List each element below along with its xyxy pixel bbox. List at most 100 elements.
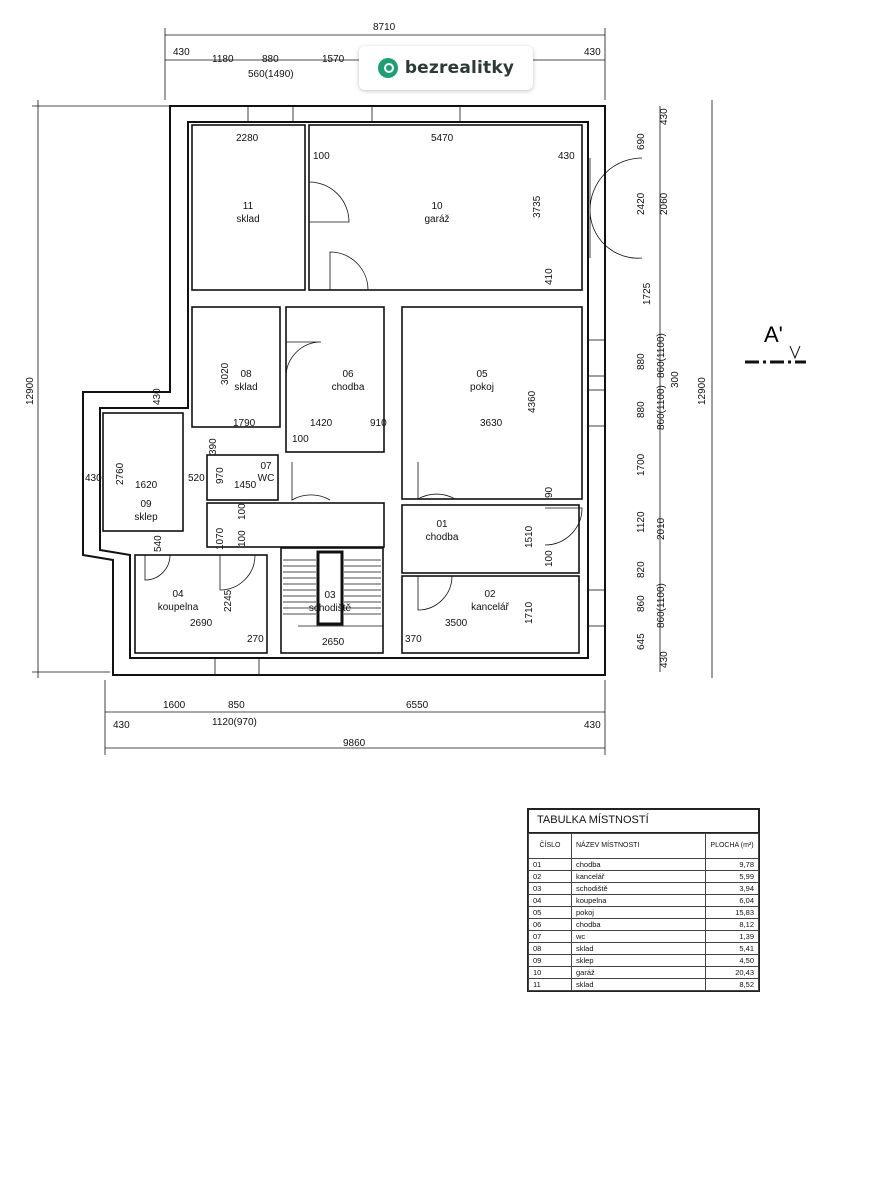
dim-inner-6: 3020	[220, 362, 231, 385]
dim-right-15: 860(1100)	[656, 583, 667, 628]
dim-top-sub: 560(1490)	[248, 69, 294, 80]
dim-right-8: 880	[636, 401, 647, 418]
dim-inner-1: 5470	[431, 133, 454, 144]
dim-inner-30: 3500	[445, 618, 468, 629]
table-cell: chodba	[571, 918, 706, 931]
dim-inner-5: 410	[544, 268, 555, 285]
room-01-name: chodba	[426, 532, 459, 543]
door-swings	[144, 157, 643, 611]
dim-inner-27: 270	[247, 634, 264, 645]
dim-top-total: 8710	[373, 22, 396, 33]
table-cell: 09	[528, 954, 572, 967]
table-cell: 03	[528, 882, 572, 895]
table-header: NÁZEV MÍSTNOSTI	[571, 833, 706, 859]
dim-inner-15: 1450	[234, 480, 257, 491]
room-05-num: 05	[476, 369, 488, 380]
dim-top-4: 430	[584, 47, 601, 58]
dim-right-9: 860(1100)	[656, 385, 667, 430]
dim-bottom-sub: 1120(970)	[212, 717, 257, 728]
table-cell: sklad	[571, 942, 706, 955]
table-cell: 8,12	[705, 918, 759, 931]
room-01-num: 01	[436, 519, 448, 530]
dim-inner-31: 1710	[524, 601, 535, 624]
dim-right-13: 820	[636, 561, 647, 578]
room-04-num: 04	[172, 589, 184, 600]
dim-inner-18: 430	[85, 473, 102, 484]
dimension-lines	[32, 28, 713, 755]
dim-bottom-2: 850	[228, 700, 245, 711]
dim-right-11: 1120	[636, 511, 647, 533]
dim-inner-25: 2245	[223, 589, 234, 612]
table-cell: 11	[528, 978, 572, 991]
dim-right-2: 2420	[636, 192, 647, 215]
inner-walls	[102, 124, 583, 654]
dim-inner-3: 430	[558, 151, 575, 162]
room-08-name: sklad	[234, 382, 257, 393]
table-cell: 5,41	[705, 942, 759, 955]
room-03-name: schodiště	[309, 603, 352, 614]
rooms-table: TABULKA MÍSTNOSTÍ ČÍSLO NÁZEV MÍSTNOSTI …	[527, 808, 760, 992]
room-04-name: koupelna	[158, 602, 199, 613]
dim-inner-34: 90	[544, 486, 555, 498]
table-cell: 07	[528, 930, 572, 943]
table-cell: pokoj	[571, 906, 706, 919]
table-cell: schodiště	[571, 882, 706, 895]
table-cell: 04	[528, 894, 572, 907]
dim-inner-29: 370	[405, 634, 422, 645]
table-cell: 15,83	[705, 906, 759, 919]
table-cell: 9,78	[705, 858, 759, 871]
table-cell: garáž	[571, 966, 706, 979]
section-marker-label: A'	[764, 322, 783, 347]
dim-inner-11: 4360	[527, 390, 538, 413]
room-07-name: WC	[258, 473, 275, 484]
table-cell: 08	[528, 942, 572, 955]
table-header: ČÍSLO	[528, 833, 572, 859]
dim-inner-26: 2690	[190, 618, 213, 629]
table-cell: 02	[528, 870, 572, 883]
dim-inner-21: 540	[153, 535, 164, 552]
dim-inner-0: 2280	[236, 133, 259, 144]
dim-inner-24: 100	[237, 530, 248, 547]
dim-top-2: 880	[262, 54, 279, 65]
dim-inner-14: 970	[215, 467, 226, 484]
table-cell: chodba	[571, 858, 706, 871]
table-cell: koupelna	[571, 894, 706, 907]
dim-inner-22: 100	[237, 503, 248, 520]
dim-right-3: 2060	[659, 192, 670, 215]
table-title: TABULKA MÍSTNOSTÍ	[528, 809, 759, 833]
brand-badge[interactable]: bezrealitky	[359, 46, 533, 90]
dim-inner-4: 3735	[532, 195, 543, 218]
dim-inner-16: 430	[152, 388, 163, 405]
table-header-row: ČÍSLO NÁZEV MÍSTNOSTI PLOCHA (m²)	[528, 833, 759, 859]
table-cell: 5,99	[705, 870, 759, 883]
dim-right-5: 880	[636, 353, 647, 370]
dim-inner-33: 100	[544, 550, 555, 567]
table-cell: wc	[571, 930, 706, 943]
dim-bottom-0: 430	[113, 720, 130, 731]
table-cell: kancelář	[571, 870, 706, 883]
table-cell: 1,39	[705, 930, 759, 943]
room-10-name: garáž	[424, 214, 449, 225]
dim-inner-2: 100	[313, 151, 330, 162]
table-cell: 8,52	[705, 978, 759, 991]
dim-right-4: 1725	[642, 282, 653, 305]
room-07-num: 07	[260, 461, 272, 472]
table-cell: 20,43	[705, 966, 759, 979]
dim-inner-20: 520	[188, 473, 205, 484]
dim-inner-13: 390	[208, 438, 219, 455]
dim-inner-23: 1070	[215, 527, 226, 550]
staircase	[283, 559, 383, 627]
room-06-num: 06	[342, 369, 354, 380]
dim-right-12: 2010	[656, 517, 667, 540]
room-05-name: pokoj	[470, 382, 494, 393]
table-cell: sklad	[571, 978, 706, 991]
